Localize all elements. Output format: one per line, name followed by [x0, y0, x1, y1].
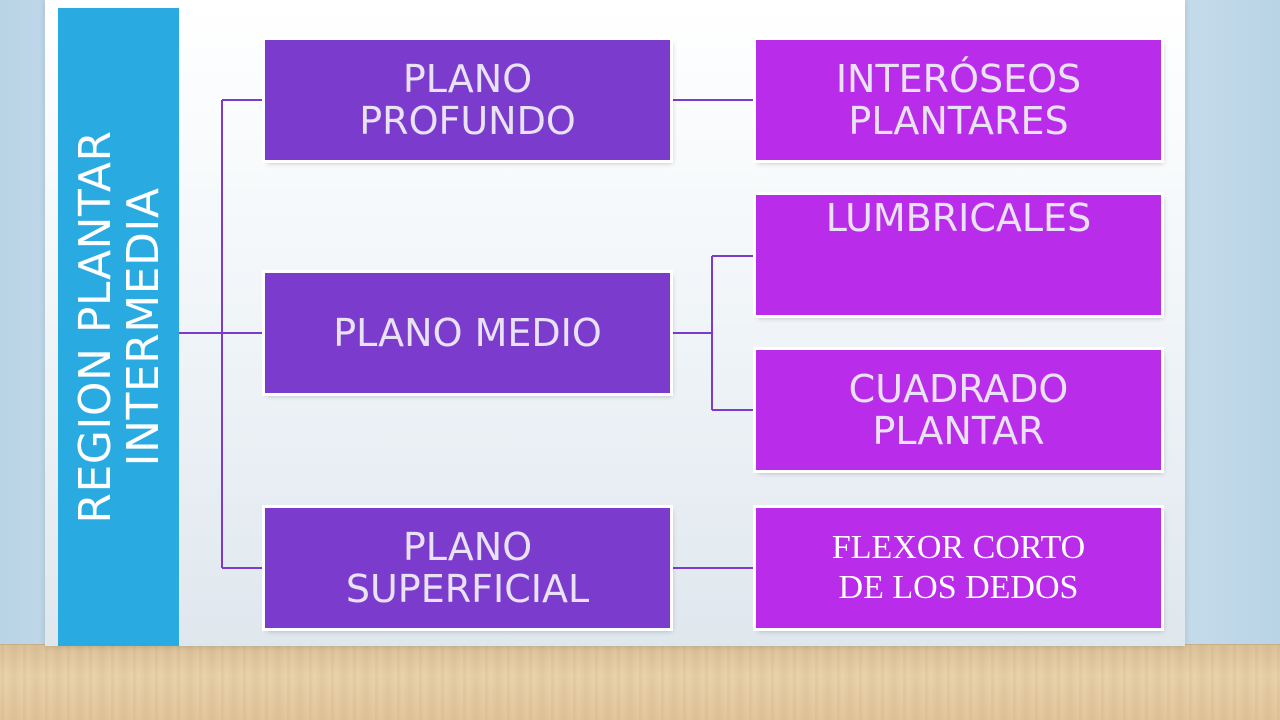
muscle-label-cuadrado: CUADRADO PLANTAR [848, 367, 1069, 453]
root-category-bar [58, 8, 179, 646]
muscle-box-interoseos: INTERÓSEOS PLANTARES [756, 40, 1161, 160]
plane-label-medio: PLANO MEDIO [333, 311, 602, 355]
plane-label-profundo: PLANO PROFUNDO [359, 57, 576, 143]
muscle-label-interoseos: INTERÓSEOS PLANTARES [835, 57, 1082, 143]
muscle-box-cuadrado: CUADRADO PLANTAR [756, 350, 1161, 470]
muscle-label-lumbricales: LUMBRICALES [825, 196, 1092, 240]
plane-box-profundo: PLANO PROFUNDO [265, 40, 670, 160]
muscle-label-flexor: FLEXOR CORTO DE LOS DEDOS [831, 529, 1086, 606]
muscle-box-flexor: FLEXOR CORTO DE LOS DEDOS [756, 508, 1161, 628]
plane-box-medio: PLANO MEDIO [265, 273, 670, 393]
muscle-box-lumbricales: LUMBRICALES [756, 195, 1161, 315]
plane-label-superficial: PLANO SUPERFICIAL [345, 525, 590, 611]
plane-box-superficial: PLANO SUPERFICIAL [265, 508, 670, 628]
root-category-title: REGION PLANTAR INTERMEDIA [70, 130, 169, 524]
